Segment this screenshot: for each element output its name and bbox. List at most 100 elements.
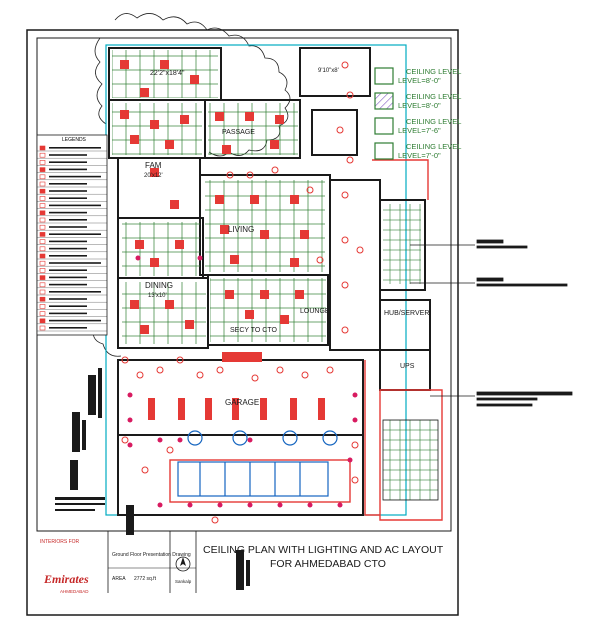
legend-text-line [49, 219, 87, 221]
legend-symbol [39, 289, 46, 295]
pink-marker [307, 502, 313, 508]
legend-symbol [39, 282, 46, 288]
callouts [410, 239, 573, 407]
legend-text-line [49, 298, 87, 300]
ups-label: UPS [400, 363, 415, 370]
legend-text-line [49, 312, 87, 315]
pink-marker [127, 442, 133, 448]
ac-unit [150, 168, 159, 177]
pink-marker [177, 437, 183, 443]
dining-size: 13'x10' [148, 293, 167, 299]
light-fixture [306, 186, 314, 194]
legend-symbol [39, 318, 46, 324]
light-fixture [226, 171, 234, 179]
lounge-label: LOUNGE [300, 308, 330, 315]
ceiling-swatch [374, 142, 394, 160]
light-fixture [271, 166, 279, 174]
dining-label: DINING [145, 281, 173, 290]
legend-text-line [49, 204, 101, 207]
ceiling-level-value: LEVEL=7'-6" [398, 126, 441, 135]
legend-text-line [49, 147, 101, 149]
pink-marker [277, 502, 283, 508]
size-label-tr: 9'10"x8' [318, 68, 339, 74]
light-fixture [276, 366, 284, 374]
light-fixture [341, 326, 349, 334]
legend-text-line [49, 276, 87, 279]
ac-unit [180, 115, 189, 124]
legend-text-line [49, 240, 87, 243]
ac-unit [295, 290, 304, 299]
ac-unit [130, 300, 139, 309]
legend-symbol [39, 232, 46, 237]
city: AHMEDABAD [60, 589, 89, 594]
ac-unit [215, 112, 224, 121]
pink-marker [157, 437, 163, 443]
pink-marker [135, 255, 141, 261]
area-value: 2772 sq.ft [134, 576, 157, 582]
plan-subtitle: FOR AHMEDABAD CTO [270, 558, 386, 570]
legend-symbol [39, 181, 46, 187]
light-fixture [341, 281, 349, 289]
legend-symbol [39, 239, 46, 244]
ac-unit [220, 225, 229, 234]
light-fixture [141, 466, 149, 474]
ceiling-grids [112, 50, 421, 344]
ac-unit [250, 195, 259, 204]
passage-layout [177, 430, 338, 497]
light-fixture [121, 356, 129, 364]
living-label: LIVING [228, 225, 254, 234]
legend-symbol [39, 152, 46, 158]
legend-symbol [39, 160, 46, 165]
brand-logo: Emirates [43, 572, 89, 586]
legend-symbol [39, 196, 46, 201]
ac-units [120, 60, 309, 334]
pink-marker [127, 417, 133, 423]
legend-text-line [49, 305, 87, 307]
pink-marker [337, 502, 343, 508]
legend-text-line [49, 247, 87, 250]
legend-text-line [49, 327, 87, 329]
ceiling-level-value: LEVEL=7'-0" [398, 151, 441, 160]
light-fixture [211, 516, 219, 524]
light-fixture [341, 61, 349, 69]
pink-marker [352, 392, 358, 398]
light-fixture [166, 446, 174, 454]
ac-unit [245, 310, 254, 319]
legend-text-line [49, 233, 101, 235]
pink-markers [127, 255, 358, 508]
secy-label: SECY TO CTO [230, 327, 277, 334]
ceiling-level-value: LEVEL=8'-0" [398, 101, 441, 110]
pink-marker [157, 502, 163, 508]
left-stamps [55, 368, 250, 590]
family-size: 20'x12' [144, 173, 163, 179]
legend-symbol [39, 224, 46, 230]
legend-text-line [49, 211, 87, 214]
ac-unit [280, 315, 289, 324]
pink-marker [347, 457, 353, 463]
interiors-for: INTERIORS FOR [40, 539, 80, 545]
title-block: INTERIORS FOR Emirates AHMEDABAD Ground … [37, 530, 451, 594]
light-fixture [341, 191, 349, 199]
ceiling-level-label: CEILING LEVEL [406, 117, 461, 126]
ac-unit [215, 195, 224, 204]
ac-unit [140, 88, 149, 97]
light-fixture [246, 171, 254, 179]
legend-symbol [39, 268, 46, 273]
light-fixture [351, 476, 359, 484]
legend-symbol [39, 167, 46, 172]
ac-unit [222, 145, 231, 154]
legend-text-line [49, 168, 87, 171]
ceiling-level-value: LEVEL=8'-0" [398, 76, 441, 85]
legend-text-line [49, 183, 87, 185]
legend-title: LEGENDS [62, 137, 87, 143]
light-fixture [176, 356, 184, 364]
ceiling-level-label: CEILING LEVEL [406, 92, 461, 101]
legend-symbol [39, 253, 46, 259]
legend-symbol [39, 304, 46, 309]
light-fixture [346, 91, 354, 99]
ac-unit [175, 240, 184, 249]
light-fixture [356, 246, 364, 254]
outer-border [26, 29, 459, 616]
legend-text-line [49, 262, 101, 264]
